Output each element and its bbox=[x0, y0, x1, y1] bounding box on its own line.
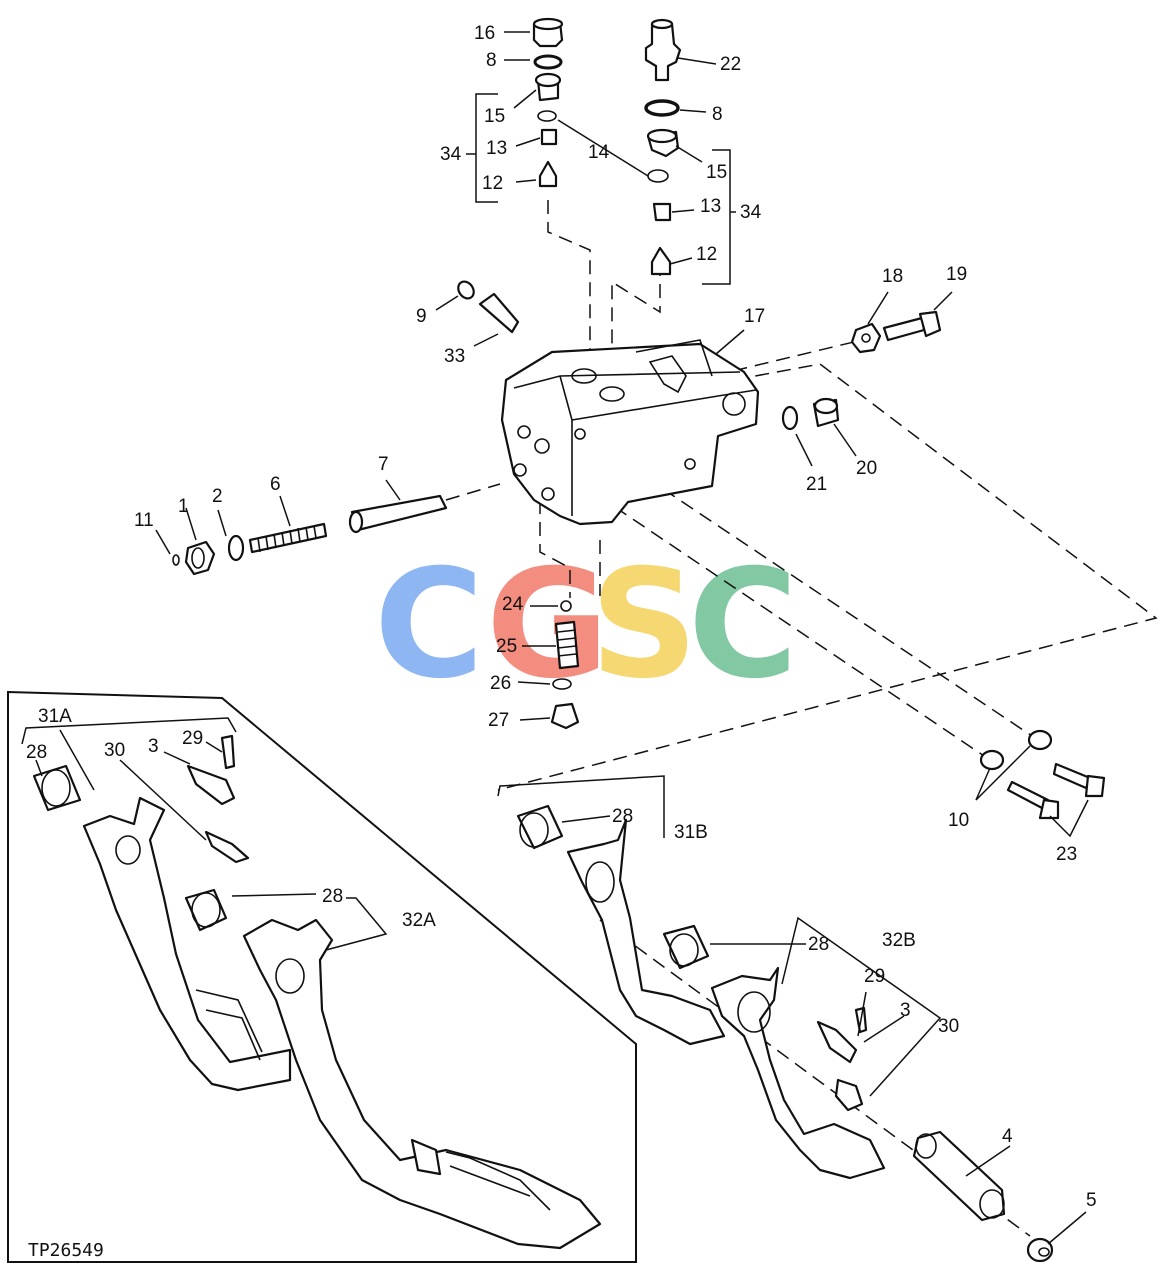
callout-29-right: 29 bbox=[864, 966, 885, 987]
callout-17: 17 bbox=[744, 306, 765, 327]
callout-11: 11 bbox=[134, 510, 154, 531]
callout-25: 25 bbox=[496, 636, 517, 657]
callout-4: 4 bbox=[1002, 1126, 1013, 1147]
callout-33: 33 bbox=[444, 346, 465, 367]
washers-and-bolts-10-23 bbox=[979, 729, 1106, 820]
callout-13-right: 13 bbox=[700, 196, 721, 217]
leader-lines bbox=[35, 31, 1089, 1245]
callout-8-right: 8 bbox=[712, 104, 723, 125]
callout-15-left: 15 bbox=[484, 106, 505, 127]
watermark-letter-c1: C bbox=[374, 538, 484, 712]
callout-8-left: 8 bbox=[486, 50, 497, 71]
callout-7: 7 bbox=[378, 454, 389, 475]
spool-assembly bbox=[172, 494, 448, 576]
watermark-letter-s: S bbox=[590, 538, 698, 712]
callout-14: 14 bbox=[588, 142, 610, 163]
callout-34-left: 34 bbox=[440, 144, 462, 165]
callout-19: 19 bbox=[946, 264, 967, 285]
callout-28-31b: 28 bbox=[612, 806, 633, 827]
callout-24: 24 bbox=[502, 594, 524, 615]
callout-18: 18 bbox=[882, 266, 903, 287]
plug-stack-left bbox=[532, 17, 564, 188]
seal-and-cup-20-21 bbox=[781, 397, 840, 431]
plug-stack-right bbox=[644, 18, 682, 276]
callout-29-left: 29 bbox=[182, 728, 203, 749]
callout-26: 26 bbox=[490, 673, 511, 694]
watermark-letter-c2: C bbox=[688, 538, 798, 712]
callout-16: 16 bbox=[474, 23, 495, 44]
callout-31a: 31A bbox=[38, 706, 72, 727]
pin-and-plug bbox=[457, 280, 520, 334]
callout-3-left: 3 bbox=[148, 736, 159, 757]
callout-12-left: 12 bbox=[482, 173, 503, 194]
callout-1: 1 bbox=[178, 496, 189, 517]
callout-5: 5 bbox=[1086, 1190, 1097, 1211]
figure-id: TP26549 bbox=[28, 1240, 104, 1261]
callout-2: 2 bbox=[212, 486, 223, 507]
callout-22: 22 bbox=[720, 54, 741, 75]
callout-32a: 32A bbox=[402, 910, 436, 931]
callout-15-right: 15 bbox=[706, 162, 727, 183]
watermark-letter-g: G bbox=[486, 538, 609, 712]
callout-21: 21 bbox=[806, 474, 827, 495]
callout-6: 6 bbox=[270, 474, 281, 495]
callout-28-31a: 28 bbox=[26, 742, 47, 763]
callout-9: 9 bbox=[416, 306, 427, 327]
callout-20: 20 bbox=[856, 458, 877, 479]
callout-30-left: 30 bbox=[104, 740, 125, 761]
callout-31b: 31B bbox=[674, 822, 708, 843]
callout-28-32a: 28 bbox=[322, 886, 343, 907]
right-pedal-assembly bbox=[497, 775, 942, 1180]
callout-34-right: 34 bbox=[740, 202, 762, 223]
bracket-34-left bbox=[475, 93, 498, 203]
callout-30-right: 30 bbox=[938, 1016, 959, 1037]
nut-and-bolt-18-19 bbox=[850, 310, 942, 354]
callout-28-32b: 28 bbox=[808, 934, 829, 955]
callout-3-right: 3 bbox=[900, 1000, 911, 1021]
watermark-logo: C G S C bbox=[374, 538, 798, 712]
callout-13-left: 13 bbox=[486, 138, 507, 159]
bracket-34-right bbox=[702, 149, 731, 285]
callout-10: 10 bbox=[948, 810, 969, 831]
callout-labels: 16 8 15 13 12 34 14 22 8 15 13 34 12 9 3… bbox=[26, 23, 1097, 1261]
relief-parts-24-27 bbox=[550, 600, 580, 730]
pivot-pin-and-clip bbox=[912, 1130, 1054, 1263]
callout-12-right: 12 bbox=[696, 244, 717, 265]
callout-27: 27 bbox=[488, 710, 509, 731]
inset-frame bbox=[7, 690, 637, 1263]
callout-23: 23 bbox=[1056, 844, 1077, 865]
callout-32b: 32B bbox=[882, 930, 916, 951]
valve-body bbox=[500, 339, 760, 526]
left-pedal-assembly bbox=[21, 717, 602, 1250]
